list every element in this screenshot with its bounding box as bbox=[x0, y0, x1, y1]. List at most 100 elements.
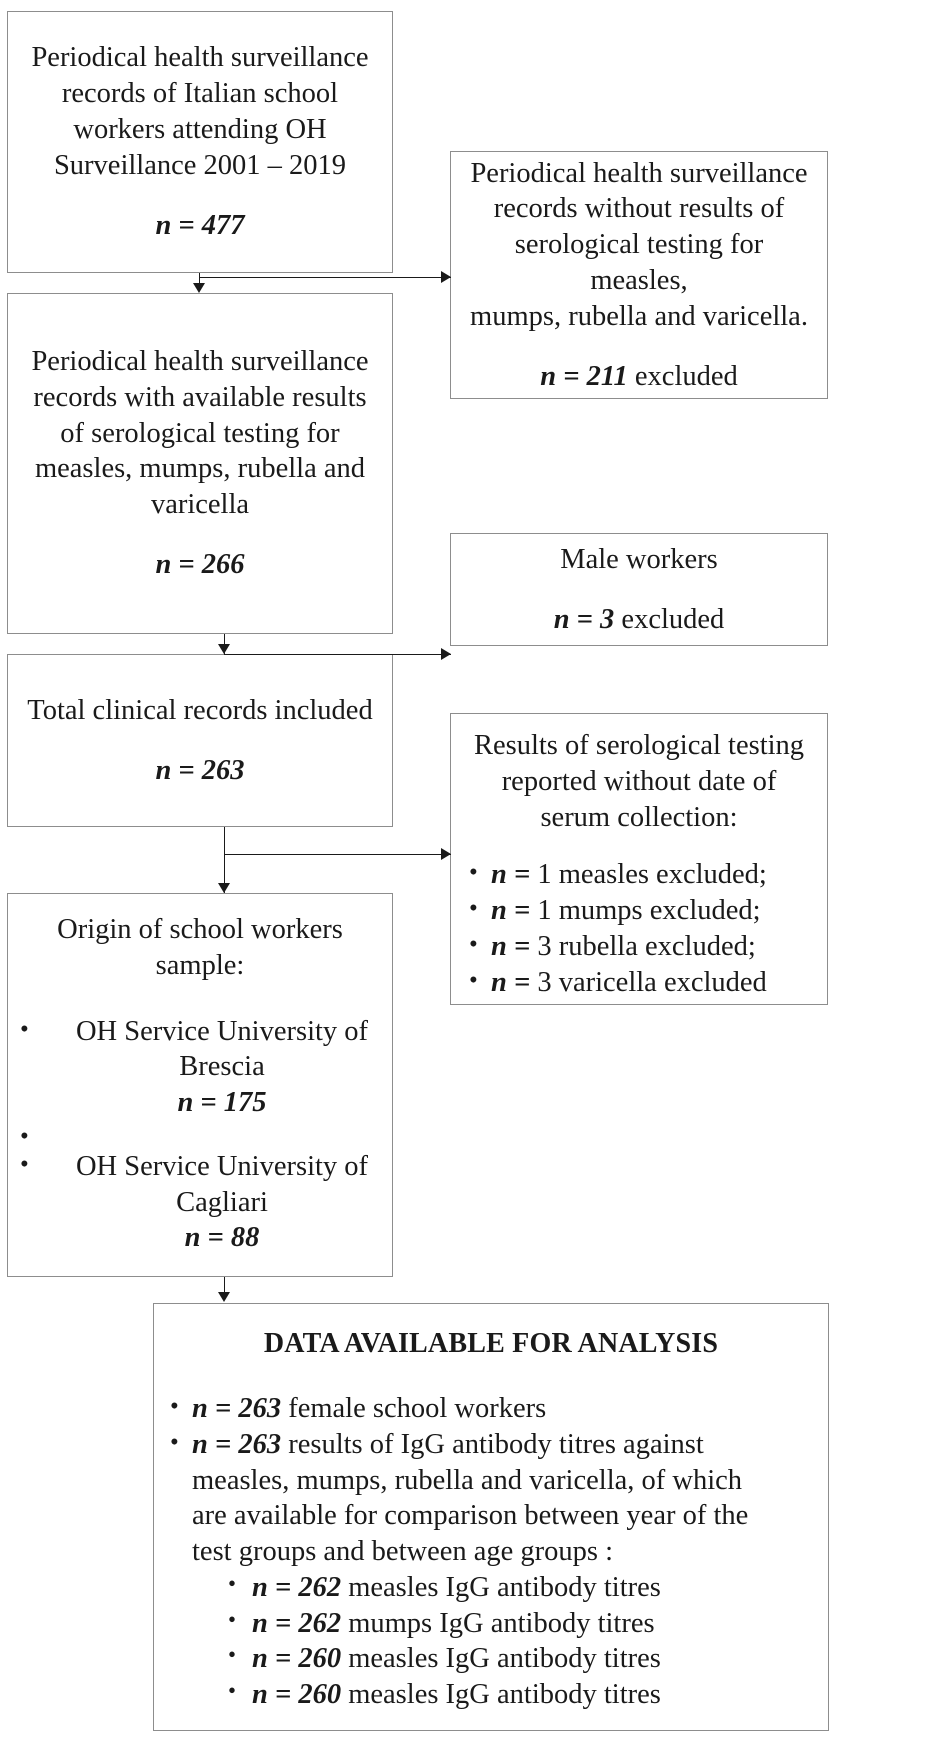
node-source-records-count: n = 477 bbox=[155, 209, 245, 241]
bullet-count: n = 175 bbox=[177, 1087, 267, 1119]
list-item: n = 260 measles IgG antibody titres bbox=[218, 1641, 828, 1677]
bullet-n: n = bbox=[491, 895, 531, 927]
sub-bullet-n: n = 260 bbox=[252, 1643, 342, 1675]
node-excluded-no-serology-count: n = 211 excluded bbox=[465, 359, 813, 395]
bullet-text-line: Cagliari bbox=[176, 1186, 268, 1218]
list-item: n = 262 measles IgG antibody titres bbox=[218, 1570, 828, 1606]
bullet-value: 3 bbox=[537, 930, 552, 962]
node-source-records-text: Periodical health surveillance records o… bbox=[8, 40, 392, 243]
list-item: n = 3 rubella excluded; bbox=[461, 929, 827, 965]
bullet-text: measles excluded; bbox=[558, 859, 767, 891]
node-records-with-serology-count: n = 266 bbox=[155, 549, 245, 581]
arrow-right-3 bbox=[441, 848, 451, 860]
sub-bullet-n: n = 262 bbox=[252, 1607, 342, 1639]
arrow-right-2 bbox=[441, 648, 451, 660]
node-records-with-serology-text: Periodical health surveillance records w… bbox=[8, 344, 392, 583]
text-line: varicella bbox=[150, 489, 250, 521]
text-line: reported without date of bbox=[501, 765, 777, 797]
node-data-available-sub-bullets: n = 262 measles IgG antibody titres n = … bbox=[154, 1570, 828, 1713]
count-value: n = 3 bbox=[553, 603, 615, 635]
list-item: n = 1 measles excluded; bbox=[461, 857, 827, 893]
node-data-available-bullets: n = 263 female school workers n = 263 re… bbox=[154, 1391, 828, 1570]
sub-bullet-text: measles IgG antibody titres bbox=[348, 1643, 661, 1675]
bullet-text-line: OH Service University of bbox=[75, 1015, 369, 1047]
node-excluded-male-count: n = 3 excluded bbox=[465, 602, 813, 638]
text-line: Periodical health surveillance bbox=[31, 346, 369, 378]
count-suffix: excluded bbox=[634, 360, 738, 392]
spacer bbox=[12, 1121, 392, 1152]
bullet-n: n = bbox=[491, 930, 531, 962]
text-line: Periodical health surveillance bbox=[470, 157, 808, 189]
node-excluded-male: Male workers n = 3 excluded bbox=[450, 533, 828, 646]
text-line: serological testing for measles, bbox=[514, 229, 764, 296]
bullet-text: rubella excluded; bbox=[558, 930, 756, 962]
bullet-text: varicella excluded bbox=[558, 966, 767, 998]
text-line: records of Italian school bbox=[61, 78, 339, 110]
bullet-n: n = bbox=[491, 966, 531, 998]
bullet-text-line: OH Service University of bbox=[75, 1150, 369, 1182]
sub-bullet-text: measles IgG antibody titres bbox=[348, 1571, 661, 1603]
bullet-value: 1 bbox=[537, 895, 552, 927]
node-excluded-no-serology: Periodical health surveillance records w… bbox=[450, 151, 828, 399]
list-item: OH Service University of Cagliari n = 88 bbox=[12, 1149, 392, 1256]
text-line: records without results of bbox=[493, 193, 785, 225]
sub-bullet-text: mumps IgG antibody titres bbox=[348, 1607, 655, 1639]
list-item: OH Service University of Brescia n = 175 bbox=[12, 1014, 392, 1121]
node-excluded-no-date: Results of serological testing reported … bbox=[450, 713, 828, 1005]
arrow-down-1 bbox=[193, 283, 205, 293]
node-excluded-no-serology-text: Periodical health surveillance records w… bbox=[451, 156, 827, 395]
node-excluded-no-date-header: Results of serological testing reported … bbox=[451, 728, 827, 835]
list-item: n = 260 measles IgG antibody titres bbox=[218, 1677, 828, 1713]
arrow-down-4 bbox=[218, 1292, 230, 1302]
node-source-records: Periodical health surveillance records o… bbox=[7, 11, 393, 273]
text-line: measles, mumps, rubella and bbox=[34, 453, 366, 485]
text-line: Surveillance 2001 – 2019 bbox=[53, 149, 347, 181]
text-line: Male workers bbox=[560, 543, 718, 575]
node-total-included: Total clinical records included n = 263 bbox=[7, 654, 393, 827]
arrow-down-3 bbox=[218, 883, 230, 893]
text-line: Periodical health surveillance bbox=[31, 42, 369, 74]
node-origin-sample-bullets: OH Service University of Brescia n = 175… bbox=[8, 1014, 392, 1257]
list-item: n = 1 mumps excluded; bbox=[461, 893, 827, 929]
bullet-text-line: Brescia bbox=[179, 1051, 265, 1083]
sub-bullet-text: measles IgG antibody titres bbox=[348, 1679, 661, 1711]
bullet-value: 1 bbox=[537, 859, 552, 891]
connector-hline-3 bbox=[224, 854, 451, 855]
bullet-n: n = bbox=[491, 859, 531, 891]
bullet-n: n = 263 bbox=[192, 1428, 282, 1460]
node-excluded-male-text: Male workers n = 3 excluded bbox=[451, 542, 827, 638]
node-records-with-serology: Periodical health surveillance records w… bbox=[7, 293, 393, 634]
connector-vline-1b bbox=[199, 273, 200, 283]
text-line: workers attending OH bbox=[73, 114, 327, 145]
connector-hline-2 bbox=[224, 654, 451, 655]
node-origin-sample-header: Origin of school workers sample: bbox=[8, 912, 392, 984]
list-item: n = 3 varicella excluded bbox=[461, 965, 827, 1001]
text-line: serum collection: bbox=[540, 801, 738, 833]
text-line: Total clinical records included bbox=[27, 694, 373, 726]
node-data-available-heading: DATA AVAILABLE FOR ANALYSIS bbox=[263, 1328, 719, 1359]
connector-vline-4 bbox=[224, 1277, 225, 1293]
count-suffix: excluded bbox=[621, 603, 725, 635]
connector-hline-1 bbox=[199, 277, 451, 278]
text-line: mumps, rubella and varicella. bbox=[470, 300, 808, 332]
text-line: Results of serological testing bbox=[473, 730, 805, 761]
list-item: n = 263 results of IgG antibody titres a… bbox=[162, 1427, 828, 1570]
sub-bullet-n: n = 262 bbox=[252, 1571, 342, 1603]
connector-vline-3 bbox=[224, 827, 225, 893]
bullet-text: female school workers bbox=[288, 1393, 547, 1425]
list-item: n = 262 mumps IgG antibody titres bbox=[218, 1606, 828, 1642]
node-excluded-no-date-bullets: n = 1 measles excluded; n = 1 mumps excl… bbox=[451, 857, 827, 1000]
bullet-text-line: test groups and between age groups : bbox=[192, 1536, 614, 1568]
arrow-right-1 bbox=[441, 271, 451, 283]
bullet-text: mumps excluded; bbox=[558, 895, 761, 927]
bullet-text-line: measles, mumps, rubella and varicella, o… bbox=[192, 1464, 743, 1496]
text-line: Origin of school workers bbox=[57, 914, 343, 945]
node-total-included-count: n = 263 bbox=[155, 754, 245, 786]
arrow-down-2 bbox=[218, 644, 230, 654]
bullet-text-line: are available for comparison between yea… bbox=[192, 1500, 749, 1532]
count-value: n = 211 bbox=[540, 360, 628, 392]
node-data-available: DATA AVAILABLE FOR ANALYSIS n = 263 fema… bbox=[153, 1303, 829, 1731]
sub-bullet-n: n = 260 bbox=[252, 1679, 342, 1711]
bullet-count: n = 88 bbox=[184, 1222, 260, 1254]
